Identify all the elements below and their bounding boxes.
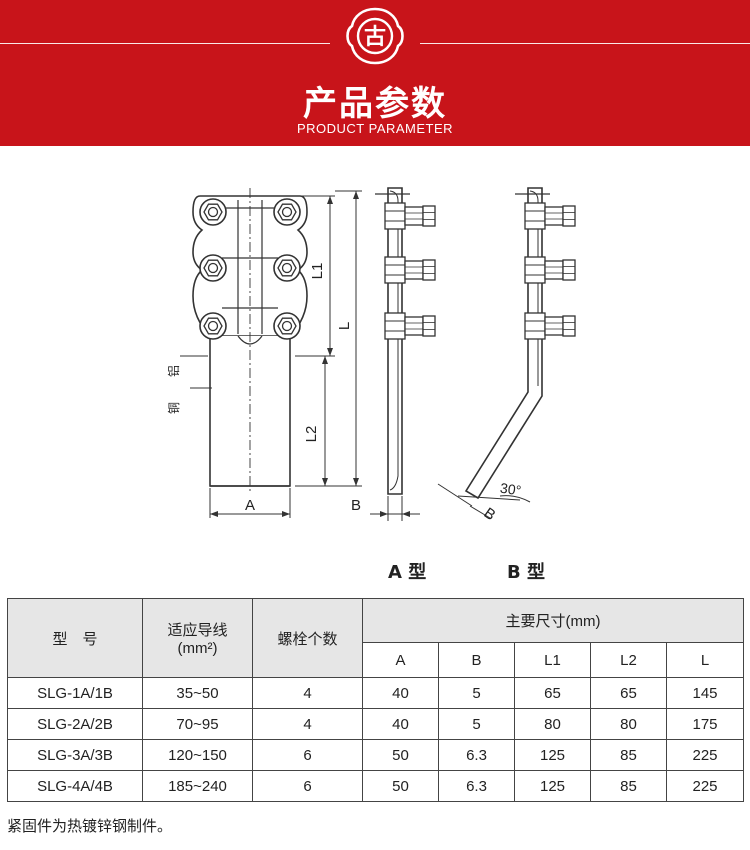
cell-l1: 65 — [514, 677, 591, 709]
brand-logo-icon: 古 — [346, 7, 404, 65]
type-a-label: A 型 — [388, 562, 427, 583]
cell-conductor: 35~50 — [142, 677, 253, 709]
cell-model: SLG-3A/3B — [7, 739, 143, 771]
cell-l2: 85 — [590, 770, 667, 802]
side-view-type-a — [370, 187, 420, 521]
type-b-label: B 型 — [507, 562, 545, 583]
cell-b: 6.3 — [438, 770, 515, 802]
header-bolts: 螺栓个数 — [252, 598, 363, 678]
cell-conductor: 185~240 — [142, 770, 253, 802]
header-dim-l: L — [665, 642, 745, 678]
cell-bolts: 6 — [252, 770, 363, 802]
table-row: SLG-4A/4B 185~240 6 50 6.3 125 85 225 — [7, 770, 745, 802]
dim-label-b-side: B — [481, 504, 499, 524]
cell-l2: 65 — [590, 677, 667, 709]
header-model: 型 号 — [7, 598, 143, 678]
material-label-copper: 铜 — [166, 402, 181, 414]
table-row: SLG-2A/2B 70~95 4 40 5 80 80 175 — [7, 708, 745, 740]
header-dimensions: 主要尺寸(mm) — [361, 598, 745, 643]
cell-l: 145 — [665, 677, 745, 709]
header-dim-b: B — [438, 642, 515, 678]
technical-drawing: L1 L L2 A 铝 铜 B 30° B — [166, 187, 576, 524]
dim-label-l: L — [336, 322, 353, 330]
material-label-aluminum: 铝 — [166, 365, 181, 377]
page-subtitle: PRODUCT PARAMETER — [296, 121, 454, 136]
cell-b: 5 — [438, 708, 515, 740]
header-conductor: 适应导线 (mm²) — [142, 598, 253, 678]
table-row: SLG-1A/1B 35~50 4 40 5 65 65 145 — [7, 677, 745, 709]
header-dim-l1: L1 — [514, 642, 591, 678]
cell-model: SLG-2A/2B — [7, 708, 143, 740]
cell-l1: 125 — [514, 770, 591, 802]
spec-table: 型 号 适应导线 (mm²) 螺栓个数 主要尺寸(mm) A B L1 L2 L… — [7, 598, 745, 802]
side-view-type-b — [437, 187, 550, 519]
front-view — [192, 188, 308, 491]
cell-bolts: 4 — [252, 677, 363, 709]
cell-l: 225 — [665, 770, 745, 802]
angle-label: 30° — [499, 480, 522, 499]
table-row: SLG-3A/3B 120~150 6 50 6.3 125 85 225 — [7, 739, 745, 771]
dim-label-l2: L2 — [303, 426, 320, 443]
cell-conductor: 120~150 — [142, 739, 253, 771]
cell-b: 5 — [438, 677, 515, 709]
brand-logo-char: 古 — [364, 24, 386, 50]
header-conductor-line2: (mm²) — [177, 640, 218, 657]
header-dim-l2: L2 — [590, 642, 667, 678]
header-dim-a: A — [362, 642, 439, 678]
banner-divider-right — [420, 43, 750, 44]
dim-label-a: A — [245, 497, 255, 514]
cell-b: 6.3 — [438, 739, 515, 771]
cell-conductor: 70~95 — [142, 708, 253, 740]
cell-a: 40 — [362, 708, 439, 740]
header-conductor-line1: 适应导线 — [167, 622, 228, 639]
header-banner: 古 产品参数 PRODUCT PARAMETER — [0, 0, 750, 146]
footnote: 紧固件为热镀锌钢制件。 — [7, 817, 173, 835]
cell-a: 50 — [362, 739, 439, 771]
cell-l: 225 — [665, 739, 745, 771]
cell-model: SLG-4A/4B — [7, 770, 143, 802]
cell-a: 40 — [362, 677, 439, 709]
dim-label-b-front: B — [351, 497, 361, 514]
cell-l2: 85 — [590, 739, 667, 771]
cell-a: 50 — [362, 770, 439, 802]
cell-l: 175 — [665, 708, 745, 740]
cell-bolts: 4 — [252, 708, 363, 740]
dim-label-l1: L1 — [309, 263, 326, 280]
cell-l2: 80 — [590, 708, 667, 740]
page-title: 产品参数 — [303, 84, 447, 124]
banner-divider-left — [0, 43, 330, 44]
cell-l1: 80 — [514, 708, 591, 740]
cell-model: SLG-1A/1B — [7, 677, 143, 709]
cell-l1: 125 — [514, 739, 591, 771]
cell-bolts: 6 — [252, 739, 363, 771]
